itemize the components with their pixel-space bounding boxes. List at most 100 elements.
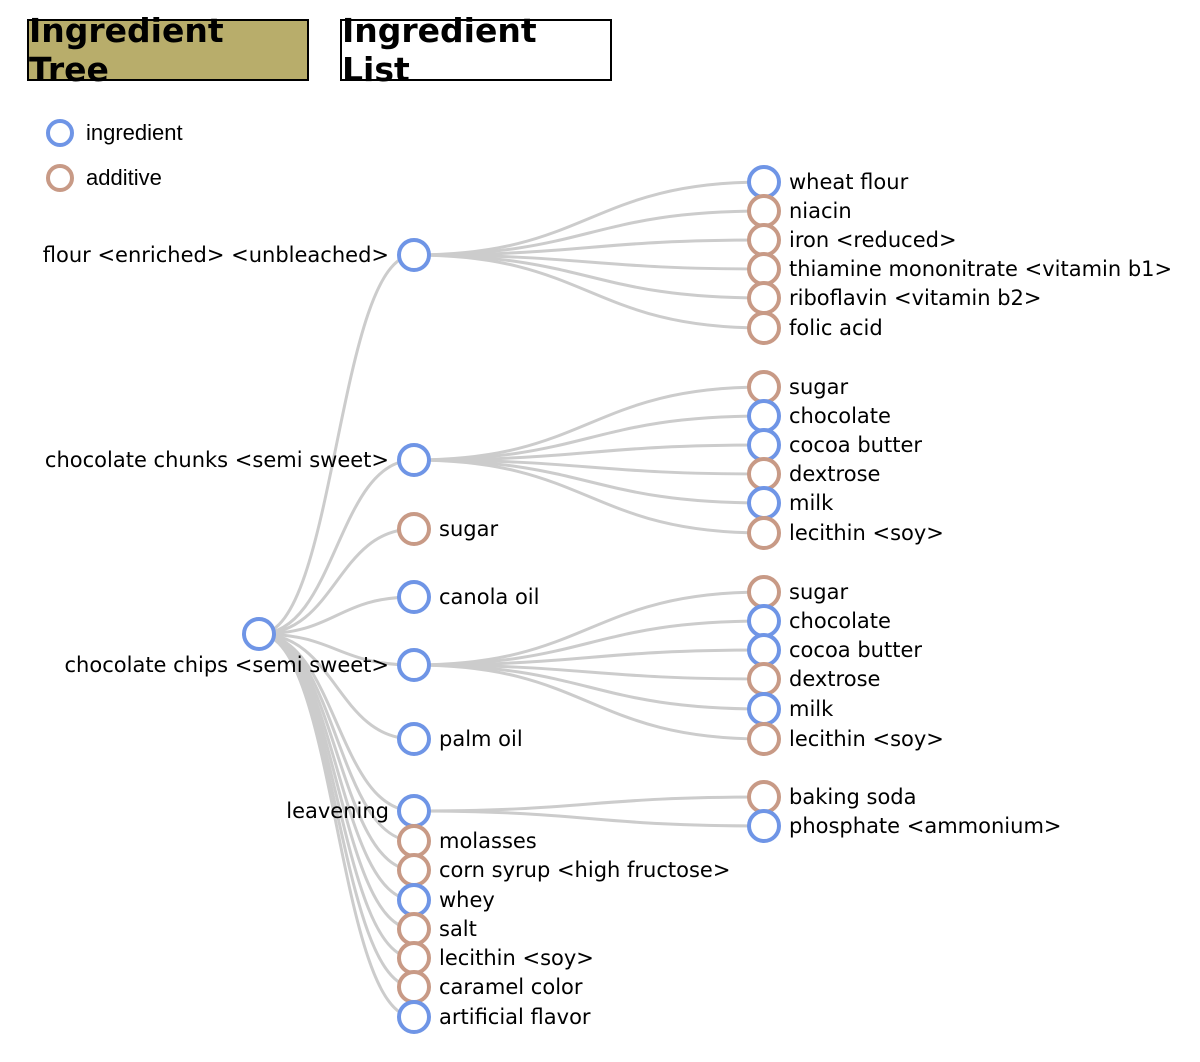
node-label: iron <reduced> <box>789 228 957 252</box>
tree-link <box>258 632 415 931</box>
node-label: molasses <box>439 829 537 853</box>
additive-circle-icon[interactable] <box>747 516 781 550</box>
tree-node-ingredient[interactable]: milk <box>747 692 834 726</box>
tree-node-ingredient[interactable] <box>242 617 276 651</box>
node-label: lecithin <soy> <box>439 946 594 970</box>
additive-circle-icon[interactable] <box>747 722 781 756</box>
additive-circle-icon[interactable] <box>397 824 431 858</box>
tree-link <box>413 253 765 330</box>
ingredient-circle-icon[interactable] <box>747 428 781 462</box>
tree-node-additive[interactable]: dextrose <box>747 662 880 696</box>
node-label: milk <box>789 491 834 515</box>
node-label: dextrose <box>789 462 880 486</box>
tree-node-ingredient[interactable]: chocolate chips <semi sweet> <box>65 648 431 682</box>
ingredient-circle-icon[interactable] <box>397 722 431 756</box>
ingredient-circle-icon[interactable] <box>747 692 781 726</box>
tree-links <box>258 180 765 1019</box>
tree-node-additive[interactable]: riboflavin <vitamin b2> <box>747 281 1042 315</box>
tab-ingredient-list[interactable]: Ingredient List <box>340 11 612 89</box>
node-label: thiamine mononitrate <vitamin b1> <box>789 257 1172 281</box>
tree-node-ingredient[interactable]: milk <box>747 486 834 520</box>
tree-node-additive[interactable]: caramel color <box>397 970 583 1004</box>
tree-node-additive[interactable]: sugar <box>747 370 848 404</box>
tree-node-additive[interactable]: thiamine mononitrate <vitamin b1> <box>747 252 1172 286</box>
tree-node-additive[interactable]: corn syrup <high fructose> <box>397 853 730 887</box>
tree-node-ingredient[interactable]: cocoa butter <box>747 428 922 462</box>
additive-circle-icon[interactable] <box>397 941 431 975</box>
additive-circle-icon[interactable] <box>747 223 781 257</box>
tree-node-ingredient[interactable]: cocoa butter <box>747 633 922 667</box>
tree-node-additive[interactable]: dextrose <box>747 457 880 491</box>
tree-nodes: flour <enriched> <unbleached> wheat flour… <box>43 165 1172 1034</box>
additive-circle-icon[interactable] <box>747 780 781 814</box>
tree-node-additive[interactable]: lecithin <soy> <box>747 722 944 756</box>
tree-node-ingredient[interactable]: leavening <box>286 794 431 828</box>
ingredient-circle-icon[interactable] <box>397 648 431 682</box>
additive-circle-icon[interactable] <box>747 457 781 491</box>
additive-circle-icon[interactable] <box>747 281 781 315</box>
ingredient-circle-icon[interactable] <box>747 633 781 667</box>
node-label: salt <box>439 917 477 941</box>
tree-node-additive[interactable]: lecithin <soy> <box>747 516 944 550</box>
tree-node-ingredient[interactable]: palm oil <box>397 722 523 756</box>
tree-node-additive[interactable]: folic acid <box>747 311 883 345</box>
tree-node-additive[interactable]: sugar <box>747 575 848 609</box>
additive-circle-icon[interactable] <box>747 194 781 228</box>
tree-node-additive[interactable]: baking soda <box>747 780 917 814</box>
tree-node-ingredient[interactable]: wheat flour <box>747 165 909 199</box>
tree-link <box>413 458 765 535</box>
additive-circle-icon[interactable] <box>747 662 781 696</box>
tree-link <box>413 180 765 257</box>
ingredient-circle-icon[interactable] <box>747 165 781 199</box>
tree-node-additive[interactable]: lecithin <soy> <box>397 941 594 975</box>
node-label: leavening <box>286 799 389 823</box>
additive-circle-icon[interactable] <box>397 853 431 887</box>
ingredient-circle-icon[interactable] <box>242 617 276 651</box>
tree-node-ingredient[interactable]: flour <enriched> <unbleached> <box>43 238 431 272</box>
node-label: sugar <box>439 517 498 541</box>
ingredient-circle-icon[interactable] <box>397 238 431 272</box>
node-label: corn syrup <high fructose> <box>439 858 730 882</box>
ingredient-circle-icon[interactable] <box>397 580 431 614</box>
ingredient-circle-icon[interactable] <box>747 399 781 433</box>
node-label: niacin <box>789 199 852 223</box>
tree-node-ingredient[interactable]: chocolate chunks <semi sweet> <box>45 443 431 477</box>
tree-node-additive[interactable]: iron <reduced> <box>747 223 957 257</box>
additive-circle-icon[interactable] <box>397 970 431 1004</box>
ingredient-circle-icon[interactable] <box>747 486 781 520</box>
ingredient-circle-icon[interactable] <box>747 809 781 843</box>
tree-link <box>258 632 415 960</box>
node-label: milk <box>789 697 834 721</box>
tree-node-additive[interactable]: niacin <box>747 194 852 228</box>
ingredient-circle-icon[interactable] <box>747 604 781 638</box>
ingredient-circle-icon[interactable] <box>397 443 431 477</box>
tree-node-ingredient[interactable]: chocolate <box>747 604 891 638</box>
additive-circle-icon[interactable] <box>397 912 431 946</box>
tree-node-ingredient[interactable]: chocolate <box>747 399 891 433</box>
node-label: dextrose <box>789 667 880 691</box>
node-label: riboflavin <vitamin b2> <box>789 286 1042 310</box>
ingredient-circle-icon[interactable] <box>397 1000 431 1034</box>
tree-link <box>258 458 415 636</box>
additive-circle-icon[interactable] <box>747 311 781 345</box>
tree-node-ingredient[interactable]: artificial flavor <box>397 1000 591 1034</box>
node-label: baking soda <box>789 785 917 809</box>
tree-node-additive[interactable]: sugar <box>397 512 498 546</box>
additive-circle-icon[interactable] <box>747 252 781 286</box>
node-label: flour <enriched> <unbleached> <box>43 243 389 267</box>
tree-link <box>413 385 765 462</box>
additive-circle-icon[interactable] <box>747 370 781 404</box>
additive-circle-icon[interactable] <box>747 575 781 609</box>
ingredient-circle-icon[interactable] <box>397 883 431 917</box>
tree-node-ingredient[interactable]: phosphate <ammonium> <box>747 809 1062 843</box>
tree-node-additive[interactable]: salt <box>397 912 477 946</box>
additive-circle-icon[interactable] <box>397 512 431 546</box>
node-label: sugar <box>789 375 848 399</box>
tree-node-additive[interactable]: molasses <box>397 824 537 858</box>
node-label: phosphate <ammonium> <box>789 814 1062 838</box>
tree-node-ingredient[interactable]: canola oil <box>397 580 539 614</box>
tree-node-ingredient[interactable]: whey <box>397 883 495 917</box>
ingredient-circle-icon[interactable] <box>397 794 431 828</box>
ingredient-circle-icon <box>46 119 74 147</box>
